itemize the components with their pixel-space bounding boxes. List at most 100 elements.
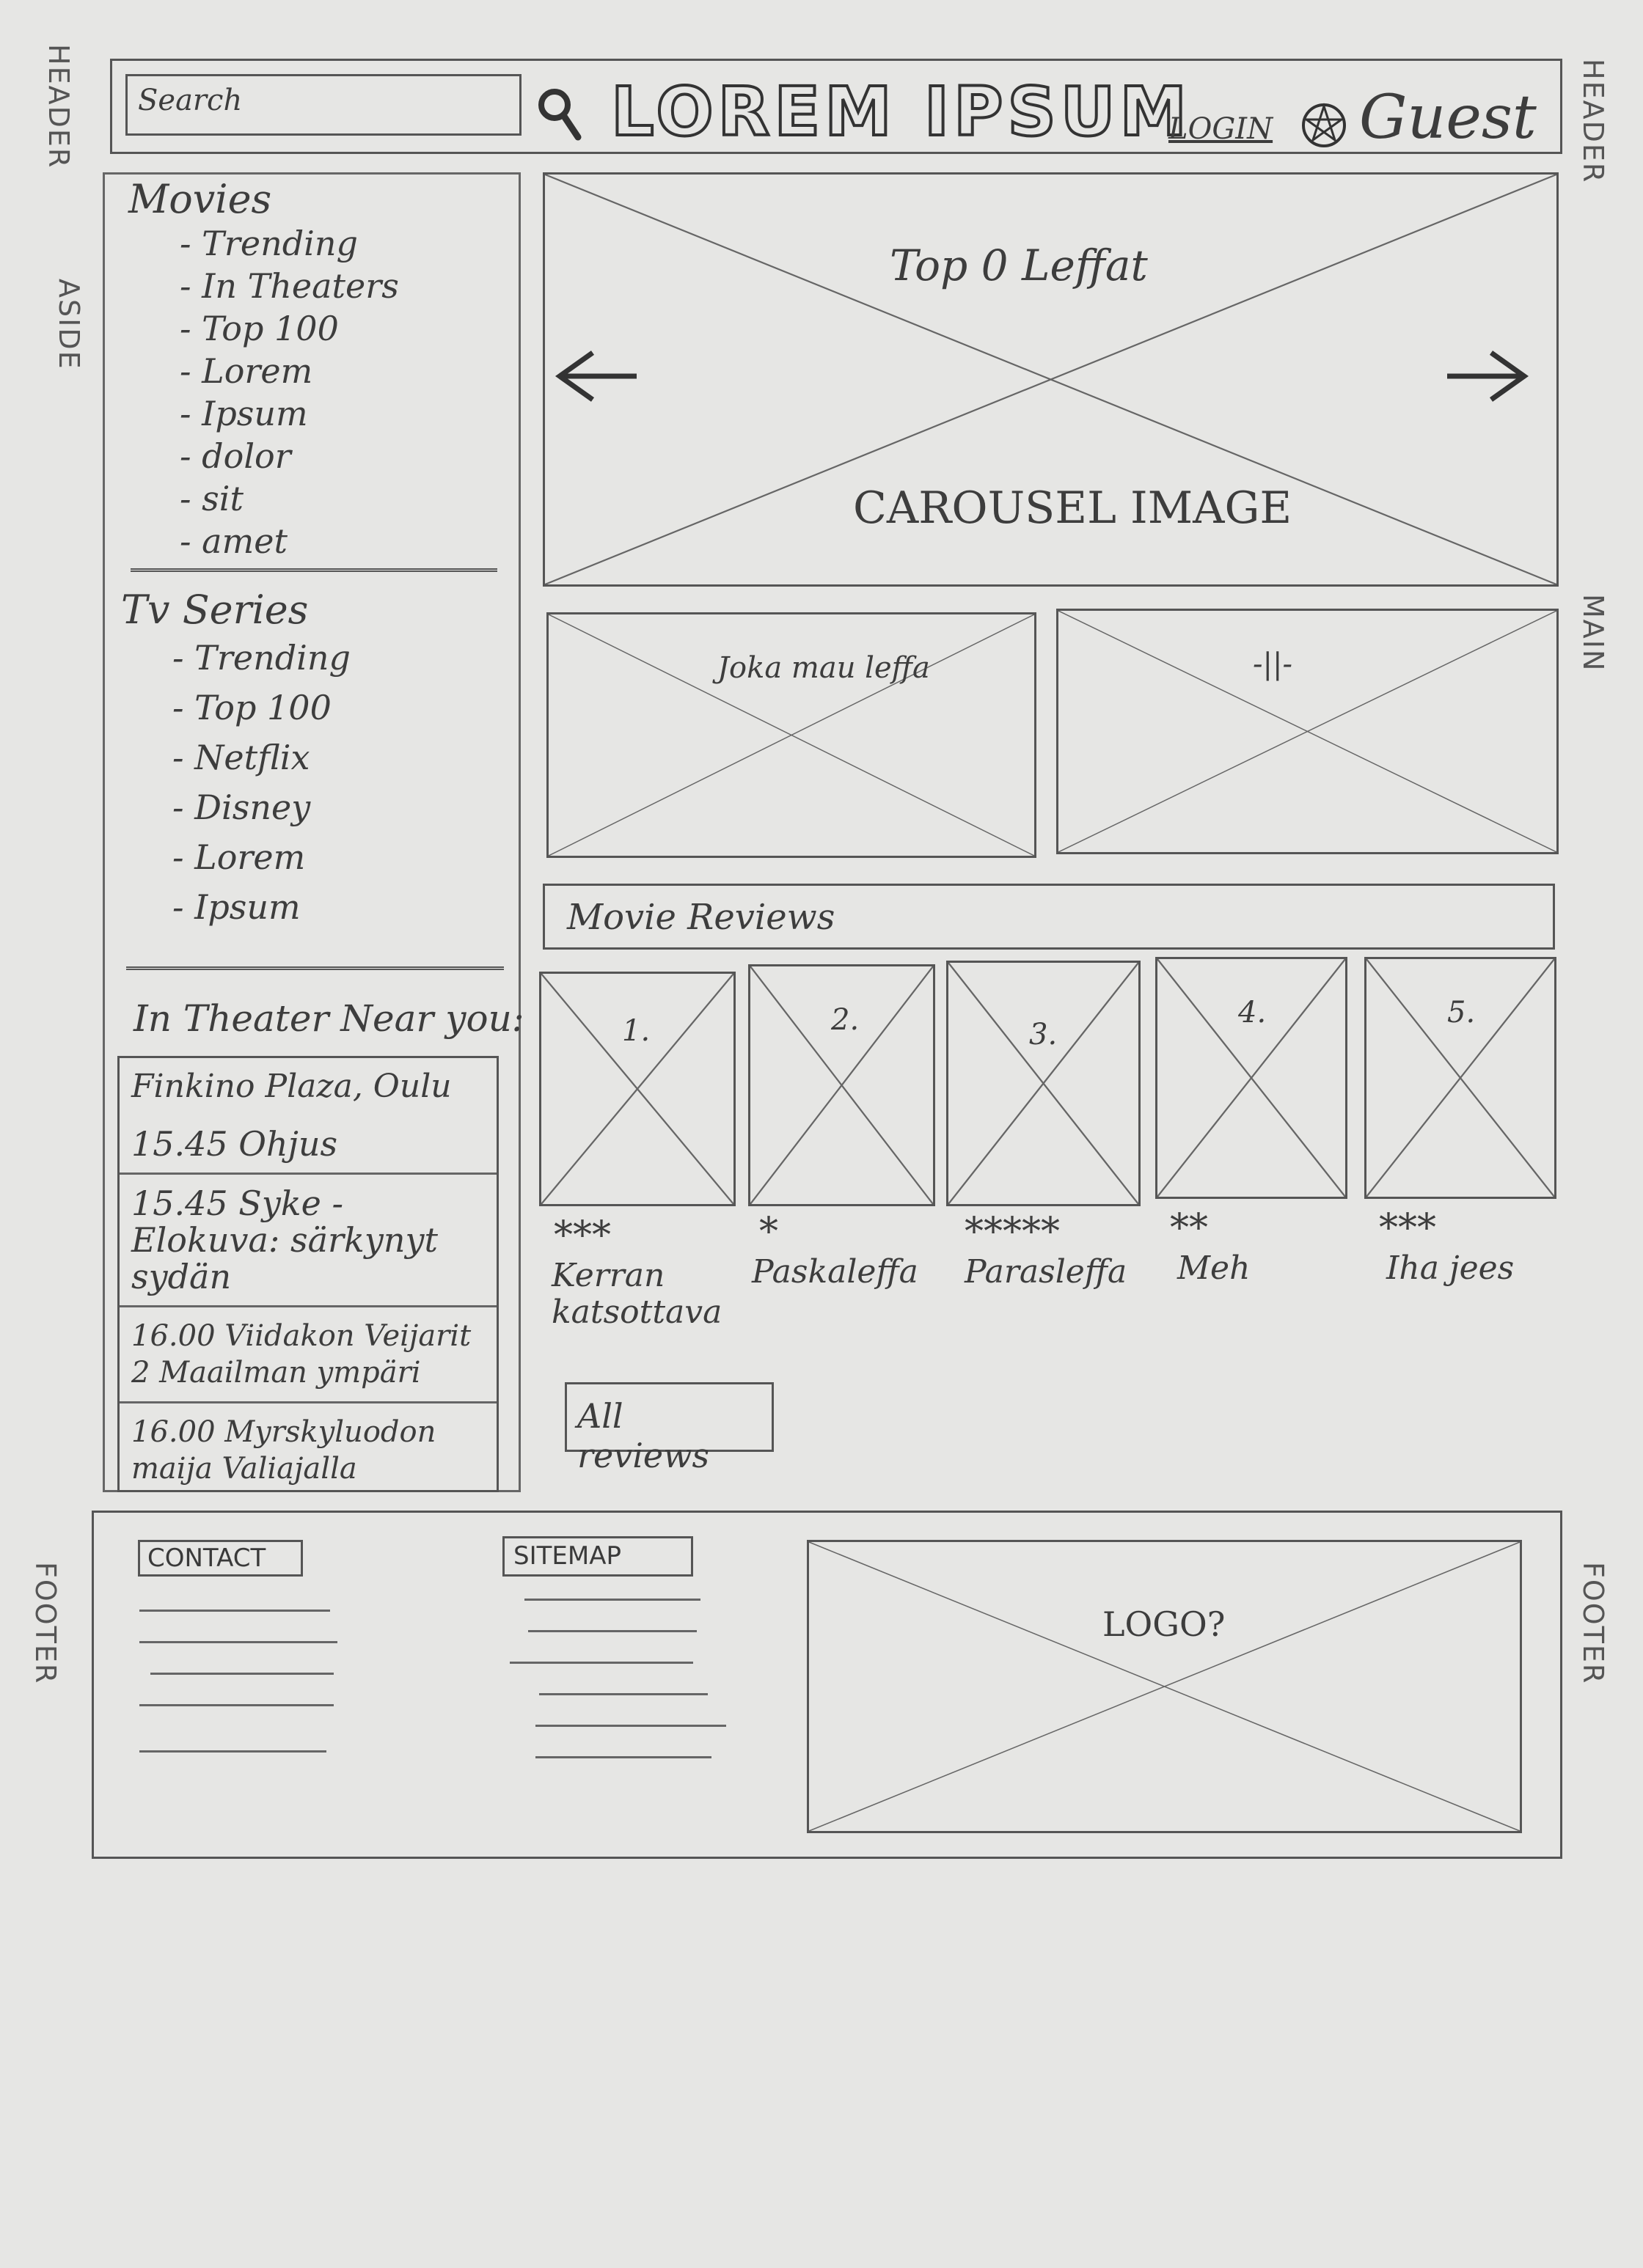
movies-item-amet[interactable]: amet (128, 520, 510, 562)
carousel-title: Top 0 Leffat (890, 241, 1148, 290)
aside-divider-2 (126, 966, 504, 970)
showtime-row[interactable]: 16.00 Viidakon Veijarit 2 Maailman ympär… (120, 1307, 497, 1403)
placeholder-line (524, 1599, 700, 1601)
sitemap-heading: SITEMAP (513, 1541, 621, 1571)
review-stars: *** (554, 1214, 611, 1258)
reviews-heading-bar: Movie Reviews (543, 884, 1555, 950)
carousel-image[interactable]: Top 0 Leffat CAROUSEL IMAGE (543, 172, 1559, 587)
tv-item-top-100[interactable]: Top 100 (121, 683, 502, 733)
search-icon[interactable] (534, 83, 585, 142)
movies-item-ipsum[interactable]: Ipsum (128, 392, 510, 435)
feature-caption: -||- (1253, 647, 1292, 681)
aside-divider-1 (131, 568, 497, 572)
review-card[interactable]: 2. (748, 964, 935, 1206)
review-rank: 2. (831, 1003, 860, 1037)
review-caption: Paskaleffa (752, 1253, 918, 1291)
placeholder-line (139, 1641, 337, 1643)
showtime-row[interactable]: 15.45 Syke - Elokuva: särkynyt sydän (120, 1175, 497, 1307)
footer-margin-label-left: FOOTER (29, 1562, 62, 1685)
header-margin-label-left: HEADER (43, 44, 75, 169)
movies-heading: Movies (128, 176, 272, 222)
placeholder-cross (1058, 611, 1556, 852)
review-caption: Parasleffa (965, 1253, 1127, 1291)
main-margin-label: MAIN (1577, 594, 1609, 672)
contact-heading: CONTACT (147, 1544, 266, 1573)
logo-caption: LOGO? (1102, 1604, 1226, 1644)
review-caption: Meh (1177, 1249, 1251, 1287)
review-rank: 1. (622, 1014, 651, 1048)
all-reviews-label: All reviews (577, 1396, 710, 1475)
movies-item-sit[interactable]: sit (128, 477, 510, 520)
footer-panel (92, 1511, 1562, 1859)
review-stars: ***** (965, 1210, 1060, 1254)
placeholder-line (510, 1662, 693, 1664)
logo-placeholder: LOGO? (807, 1540, 1522, 1833)
pentagram-icon (1302, 103, 1346, 147)
feature-tile[interactable]: Joka mau leffa (546, 612, 1036, 858)
tv-heading: Tv Series (121, 587, 309, 633)
placeholder-line (539, 1693, 708, 1695)
arrow-right-icon[interactable] (1443, 347, 1532, 405)
review-stars: ** (1170, 1206, 1208, 1250)
contact-heading-box: CONTACT (138, 1540, 303, 1577)
movies-nav: Movies Trending In Theaters Top 100 Lore… (128, 176, 510, 562)
review-caption: Kerran katsottava (552, 1257, 722, 1331)
showtime-row[interactable]: 15.45 Ohjus (120, 1115, 497, 1175)
tv-item-disney[interactable]: Disney (121, 782, 502, 832)
placeholder-line (535, 1725, 726, 1727)
movies-item-dolor[interactable]: dolor (128, 435, 510, 477)
placeholder-cross (750, 966, 933, 1204)
header-margin-label-right: HEADER (1577, 59, 1609, 184)
tv-nav: Tv Series Trending Top 100 Netflix Disne… (121, 587, 502, 932)
placeholder-cross (1366, 959, 1554, 1197)
user-name[interactable]: Guest (1359, 83, 1537, 153)
placeholder-line (150, 1673, 334, 1675)
footer-margin-label-right: FOOTER (1577, 1562, 1609, 1685)
movies-item-trending[interactable]: Trending (128, 222, 510, 265)
placeholder-line (139, 1750, 326, 1753)
theater-heading: In Theater Near you: (133, 997, 524, 1040)
review-rank: 4. (1238, 996, 1267, 1030)
login-link[interactable]: LOGIN (1168, 112, 1273, 146)
placeholder-cross (1157, 959, 1345, 1197)
tv-item-ipsum[interactable]: Ipsum (121, 882, 502, 932)
tv-item-lorem[interactable]: Lorem (121, 832, 502, 882)
movies-item-top-100[interactable]: Top 100 (128, 307, 510, 350)
feature-tile[interactable]: -||- (1056, 609, 1559, 854)
review-card[interactable]: 1. (539, 972, 736, 1206)
placeholder-line (528, 1630, 697, 1632)
arrow-left-icon[interactable] (552, 347, 640, 405)
header-bar: Search LOREM IPSUM LOGIN Guest (110, 59, 1562, 154)
review-stars: * (759, 1210, 778, 1254)
feature-caption: Joka mau leffa (717, 651, 930, 685)
movies-item-in-theaters[interactable]: In Theaters (128, 265, 510, 307)
site-title: LOREM IPSUM (610, 71, 1191, 153)
placeholder-line (139, 1704, 334, 1706)
all-reviews-button[interactable]: All reviews (565, 1382, 774, 1475)
review-rank: 3. (1029, 1018, 1058, 1052)
carousel-caption: CAROUSEL IMAGE (853, 482, 1292, 534)
placeholder-cross (541, 974, 733, 1204)
reviews-heading: Movie Reviews (567, 897, 835, 938)
placeholder-cross (545, 175, 1556, 584)
review-card[interactable]: 4. (1155, 957, 1347, 1199)
review-stars: *** (1379, 1206, 1436, 1250)
tv-item-netflix[interactable]: Netflix (121, 733, 502, 782)
placeholder-cross (948, 963, 1138, 1204)
review-card[interactable]: 3. (946, 961, 1141, 1206)
placeholder-cross (549, 614, 1034, 856)
aside-margin-label: ASIDE (53, 279, 85, 370)
sitemap-lines (510, 1584, 726, 1758)
sitemap-heading-box: SITEMAP (502, 1536, 693, 1577)
search-input[interactable]: Search (125, 74, 522, 136)
placeholder-line (535, 1756, 711, 1758)
tv-item-trending[interactable]: Trending (121, 633, 502, 683)
showtime-row[interactable]: 16.00 Myrskyluodon maija Valiajalla (131, 1415, 436, 1486)
review-caption: Iha jees (1386, 1249, 1515, 1287)
review-rank: 5. (1447, 996, 1476, 1030)
placeholder-line (139, 1610, 330, 1612)
review-card[interactable]: 5. (1364, 957, 1556, 1199)
movies-item-lorem[interactable]: Lorem (128, 350, 510, 392)
contact-lines (139, 1584, 337, 1753)
